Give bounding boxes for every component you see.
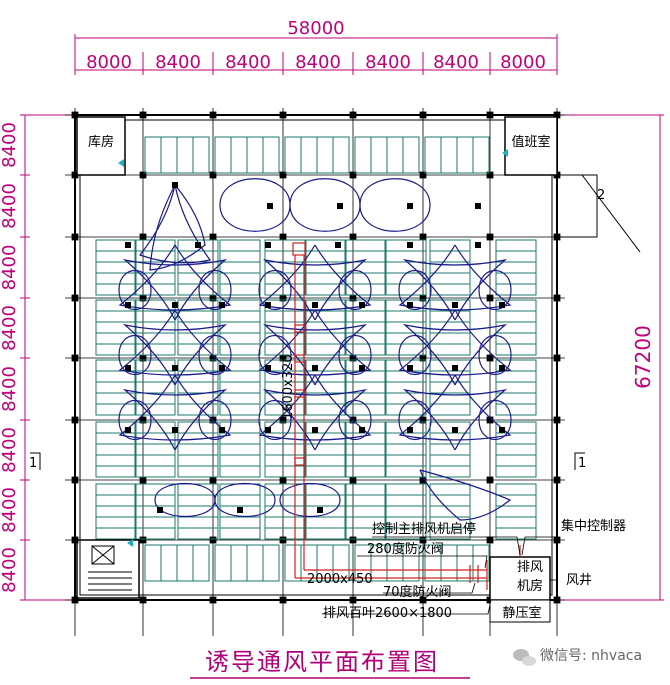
- induction-fan-icon: [407, 365, 413, 371]
- induction-fan-icon: [265, 242, 271, 248]
- induction-fan-icon: [265, 365, 271, 371]
- bay-y-label: 8400: [0, 245, 20, 291]
- detail-mark: 2: [597, 188, 605, 203]
- storage-room: 库房: [76, 116, 126, 176]
- fan-room-label: 机房: [517, 578, 543, 594]
- damper-70-label: 70度防火阀: [383, 584, 452, 600]
- watermark: 微信号: nhvaca: [540, 648, 642, 664]
- induction-fan-icon: [335, 242, 341, 248]
- bay-y-label: 8400: [0, 487, 20, 533]
- duty-room-label: 值班室: [511, 134, 550, 150]
- induction-fan-icon: [312, 427, 318, 433]
- right-annex: [557, 174, 641, 253]
- induction-fan-icon: [312, 365, 318, 371]
- induction-fan-icon: [407, 203, 413, 209]
- induction-fan-icon: [317, 507, 323, 513]
- damper-280-label: 280度防火阀: [367, 541, 444, 557]
- section-mark-right: [574, 452, 585, 470]
- total-width-label: 58000: [287, 18, 344, 39]
- louver-label: 排风百叶2600×1800: [323, 606, 452, 621]
- bay-y-label: 8400: [0, 122, 20, 168]
- induction-fan-icon: [157, 507, 163, 513]
- induction-fan-icon: [237, 507, 243, 513]
- induction-fan-icon: [407, 242, 413, 248]
- induction-fan-icon: [359, 365, 365, 371]
- induction-fan-icon: [337, 203, 343, 209]
- dimension-labels: 58000 8000 8400 8400 8400 8400 8400 8000…: [0, 18, 655, 593]
- plenum-label: 静压室: [502, 605, 541, 621]
- total-height-label: 67200: [631, 325, 655, 389]
- parking-stalls: [95, 136, 537, 582]
- duct-horizontal-size: 2000x450: [307, 572, 373, 587]
- induction-fan-icon: [312, 302, 318, 308]
- bay-x-label: 8400: [365, 52, 411, 73]
- induction-fan-icon: [172, 182, 178, 188]
- sensor-icon: [502, 149, 508, 157]
- bay-x-label: 8400: [155, 52, 201, 73]
- shaft-label: 风井: [566, 573, 592, 588]
- induction-fan-icon: [359, 302, 365, 308]
- duty-room: 值班室: [504, 116, 558, 176]
- building-outline: [74, 114, 558, 601]
- induction-fan-icon: [172, 302, 178, 308]
- induction-fan-icon: [219, 302, 225, 308]
- bay-y-label: 8400: [0, 366, 20, 412]
- control-fan-label: 控制主排风机启停: [372, 521, 476, 537]
- drawing-title: 诱导通风平面布置图: [205, 648, 439, 676]
- induction-fan-icon: [265, 427, 271, 433]
- duct-vertical-size: 1600x320: [281, 354, 296, 420]
- bay-y-label: 8400: [0, 183, 20, 229]
- induction-fan-icon: [195, 242, 201, 248]
- induction-fan-icon: [219, 365, 225, 371]
- section-mark-right-label: 1: [578, 456, 586, 471]
- induction-fan-icon: [475, 203, 481, 209]
- stair-core: [76, 539, 140, 599]
- induction-fan-icon: [452, 427, 458, 433]
- induction-fan-icon: [452, 365, 458, 371]
- induction-fan-icon: [499, 365, 505, 371]
- induction-fan-icon: [125, 365, 131, 371]
- induction-fan-icon: [499, 427, 505, 433]
- fan-room: 排风 机房: [489, 556, 551, 601]
- section-mark-left: [30, 452, 41, 470]
- induction-fan-icon: [267, 203, 273, 209]
- induction-fan-icon: [265, 302, 271, 308]
- sensor-icon: [118, 159, 124, 167]
- bay-x-label: 8400: [225, 52, 271, 73]
- storage-room-label: 库房: [88, 134, 114, 150]
- central-controller-label-text: 集中控制器: [561, 518, 626, 534]
- induction-fan-icon: [407, 427, 413, 433]
- bay-y-label: 8400: [0, 427, 20, 473]
- bay-x-label: 8000: [500, 52, 546, 73]
- induction-airflow-paths: [118, 178, 512, 521]
- column-grid: [65, 108, 565, 636]
- induction-fan-icon: [219, 427, 225, 433]
- bay-x-label: 8400: [295, 52, 341, 73]
- wechat-icon: [513, 649, 536, 666]
- induction-fan-icon: [125, 242, 131, 248]
- induction-fan-icon: [172, 365, 178, 371]
- bay-x-label: 8400: [433, 52, 479, 73]
- induction-fans: [118, 149, 508, 547]
- fan-room-label: 排风: [517, 560, 543, 575]
- induction-fan-icon: [452, 302, 458, 308]
- induction-fan-icon: [125, 302, 131, 308]
- induction-fan-icon: [499, 302, 505, 308]
- plenum-room: 静压室: [489, 599, 551, 623]
- induction-fan-icon: [172, 427, 178, 433]
- induction-fan-icon: [125, 427, 131, 433]
- leader-lines: [322, 536, 557, 615]
- bay-y-label: 8400: [0, 305, 20, 351]
- section-mark-left-label: 1: [29, 456, 37, 471]
- induction-fan-icon: [407, 302, 413, 308]
- exhaust-duct: [292, 242, 521, 590]
- bay-x-label: 8000: [86, 52, 132, 73]
- induction-fan-icon: [475, 242, 481, 248]
- sensor-icon: [127, 539, 133, 547]
- induction-fan-icon: [359, 427, 365, 433]
- bay-y-label: 8400: [0, 547, 20, 593]
